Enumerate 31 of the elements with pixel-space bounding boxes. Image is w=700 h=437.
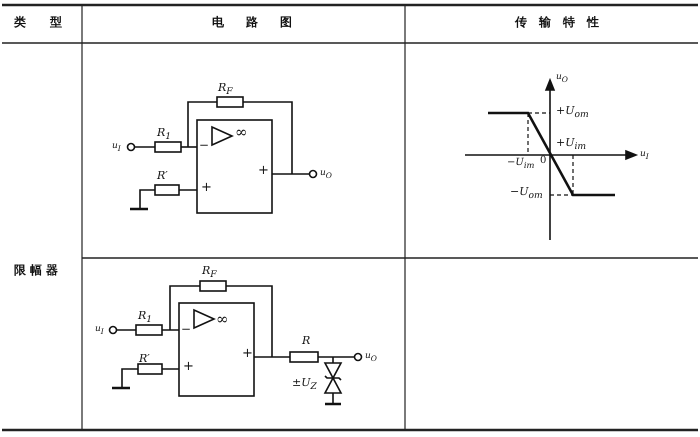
polarity-sign: +	[258, 164, 269, 177]
symbol-label: R′	[157, 170, 168, 181]
symbol-label: u$_{O}$	[320, 169, 332, 180]
symbol-label: +U$_{im}$	[556, 137, 586, 152]
symbol-label: R$_{1}$	[157, 127, 172, 142]
table-header: 电路图	[212, 16, 314, 28]
polarity-sign: +	[183, 360, 194, 373]
symbol-label: u$_{O}$	[556, 73, 568, 84]
symbol-label: −U$_{im}$	[507, 158, 534, 170]
symbol-label: R$_{1}$	[138, 310, 152, 324]
infinity-sign: ∞	[216, 312, 228, 327]
row-label: 限幅器	[14, 264, 62, 276]
symbol-label: R$_{F}$	[218, 82, 233, 96]
polarity-sign: +	[201, 181, 212, 194]
table-header: 类型	[14, 16, 86, 28]
symbol-label: +U$_{om}$	[556, 105, 589, 120]
polarity-sign: +	[242, 347, 253, 360]
infinity-sign: ∞	[235, 125, 248, 140]
table-header: 传输特性	[515, 16, 611, 28]
symbol-label: u$_{I}$	[95, 325, 104, 336]
polarity-sign: −	[199, 139, 210, 151]
symbol-label: u$_{O}$	[365, 352, 377, 362]
symbol-label: ±U$_{Z}$	[292, 377, 317, 392]
symbol-label: R$_{F}$	[202, 265, 217, 280]
symbol-label: 0	[540, 156, 546, 166]
symbol-label: −U$_{om}$	[510, 186, 543, 200]
symbol-label: R	[302, 335, 310, 346]
symbol-label: R′	[139, 353, 150, 364]
symbol-label: u$_{I}$	[640, 150, 649, 160]
polarity-sign: −	[181, 323, 192, 335]
symbol-label: u$_{I}$	[112, 142, 121, 152]
